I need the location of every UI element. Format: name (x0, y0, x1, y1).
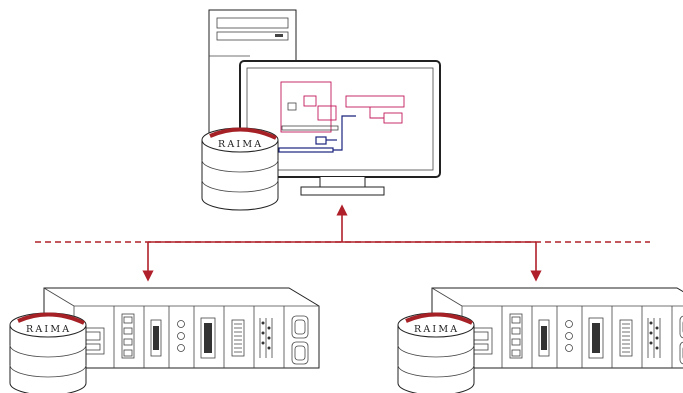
monitor-icon (239, 60, 441, 196)
schema-diagram-screen (278, 81, 405, 153)
workstation-node: RAIMA (201, 9, 441, 211)
database-icon: RAIMA (201, 127, 279, 211)
embedded-right-node: RAIMA (397, 287, 683, 393)
database-icon: RAIMA (397, 312, 475, 393)
brand-label: RAIMA (26, 324, 71, 335)
brand-label: RAIMA (414, 324, 459, 335)
database-icon: RAIMA (9, 312, 87, 393)
brand-label: RAIMA (218, 139, 263, 150)
embedded-left-node: RAIMA (9, 287, 320, 393)
